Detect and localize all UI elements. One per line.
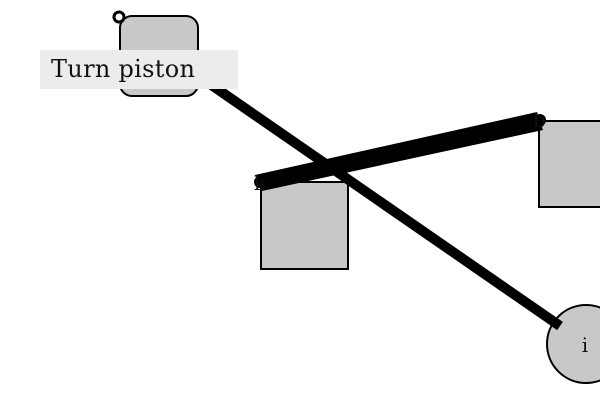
- thin-rod[interactable]: [207, 79, 563, 331]
- right-block[interactable]: [538, 120, 600, 208]
- pivot-b[interactable]: [534, 114, 546, 126]
- anchor-k-label: k: [254, 171, 267, 195]
- anchor-b-label: b: [533, 108, 546, 132]
- thick-rod[interactable]: [255, 112, 543, 191]
- rounded-block-anchor[interactable]: [112, 10, 126, 24]
- pivot-k[interactable]: [254, 176, 266, 188]
- tooltip-turn-piston: Turn piston: [40, 50, 238, 89]
- square-block[interactable]: [260, 181, 349, 270]
- circle-node-label: i: [582, 333, 588, 357]
